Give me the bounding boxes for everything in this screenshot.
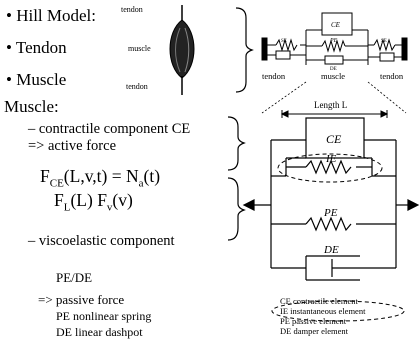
icon-label-tendon-bottom: tendon: [126, 82, 148, 91]
bracket-top: [235, 7, 254, 93]
top-caption-tendon-left: tendon: [262, 71, 286, 81]
legend-pe: PE passive element: [280, 316, 347, 326]
top-caption-tendon-right: tendon: [380, 71, 404, 81]
bullet-muscle: • Muscle: [6, 70, 67, 89]
pe-de-label: PE/DE: [56, 270, 93, 285]
main-ce-label: CE: [326, 132, 342, 146]
main-ie-label: IE: [325, 153, 337, 165]
top-ce-label: CE: [331, 21, 341, 29]
main-de-label: DE: [323, 244, 339, 256]
formula-line-1: FCE(L,v,t) = Na(t): [40, 166, 161, 190]
legend-ie: IE instantaneous element: [280, 306, 366, 316]
length-label: Length L: [314, 100, 347, 110]
visco-line: – viscoelastic component: [28, 233, 175, 249]
bullet-tendon: • Tendon: [6, 38, 67, 57]
top-de-label: DE: [330, 67, 337, 72]
legend-de: DE damper element: [280, 326, 348, 336]
bracket-ce: [227, 116, 246, 171]
legend-ie-ellipse: [271, 300, 405, 322]
main-pe-label: PE: [323, 207, 338, 219]
pe-nonlinear-spring: PE nonlinear spring: [56, 309, 152, 323]
top-pe-label: PE: [329, 38, 338, 44]
icon-label-muscle: muscle: [128, 44, 151, 53]
ce-line: – contractile component CE: [28, 121, 191, 137]
ie-highlight-ellipse: [277, 153, 383, 183]
top-se-right-label: SE: [381, 39, 387, 44]
main-hill-diagram: [242, 117, 419, 281]
de-linear-dashpot: DE linear dashpot: [56, 325, 143, 339]
top-caption-muscle: muscle: [321, 71, 345, 81]
muscle-spindle-icon: [169, 5, 195, 95]
top-hill-diagram: [261, 12, 408, 65]
formula-line-2: FL(L) Fv(v): [54, 190, 133, 214]
passive-force: => passive force: [38, 292, 125, 307]
ce-active-force: => active force: [28, 138, 116, 154]
projection-line-right: [367, 81, 407, 114]
muscle-heading: Muscle:: [4, 97, 59, 116]
bracket-visco: [227, 177, 246, 241]
icon-label-tendon-top: tendon: [121, 5, 143, 14]
bullet-hill-model: • Hill Model:: [6, 6, 97, 25]
projection-line-left: [261, 81, 307, 114]
length-arrow: [280, 110, 389, 118]
top-se-left-label: SE: [281, 39, 287, 44]
